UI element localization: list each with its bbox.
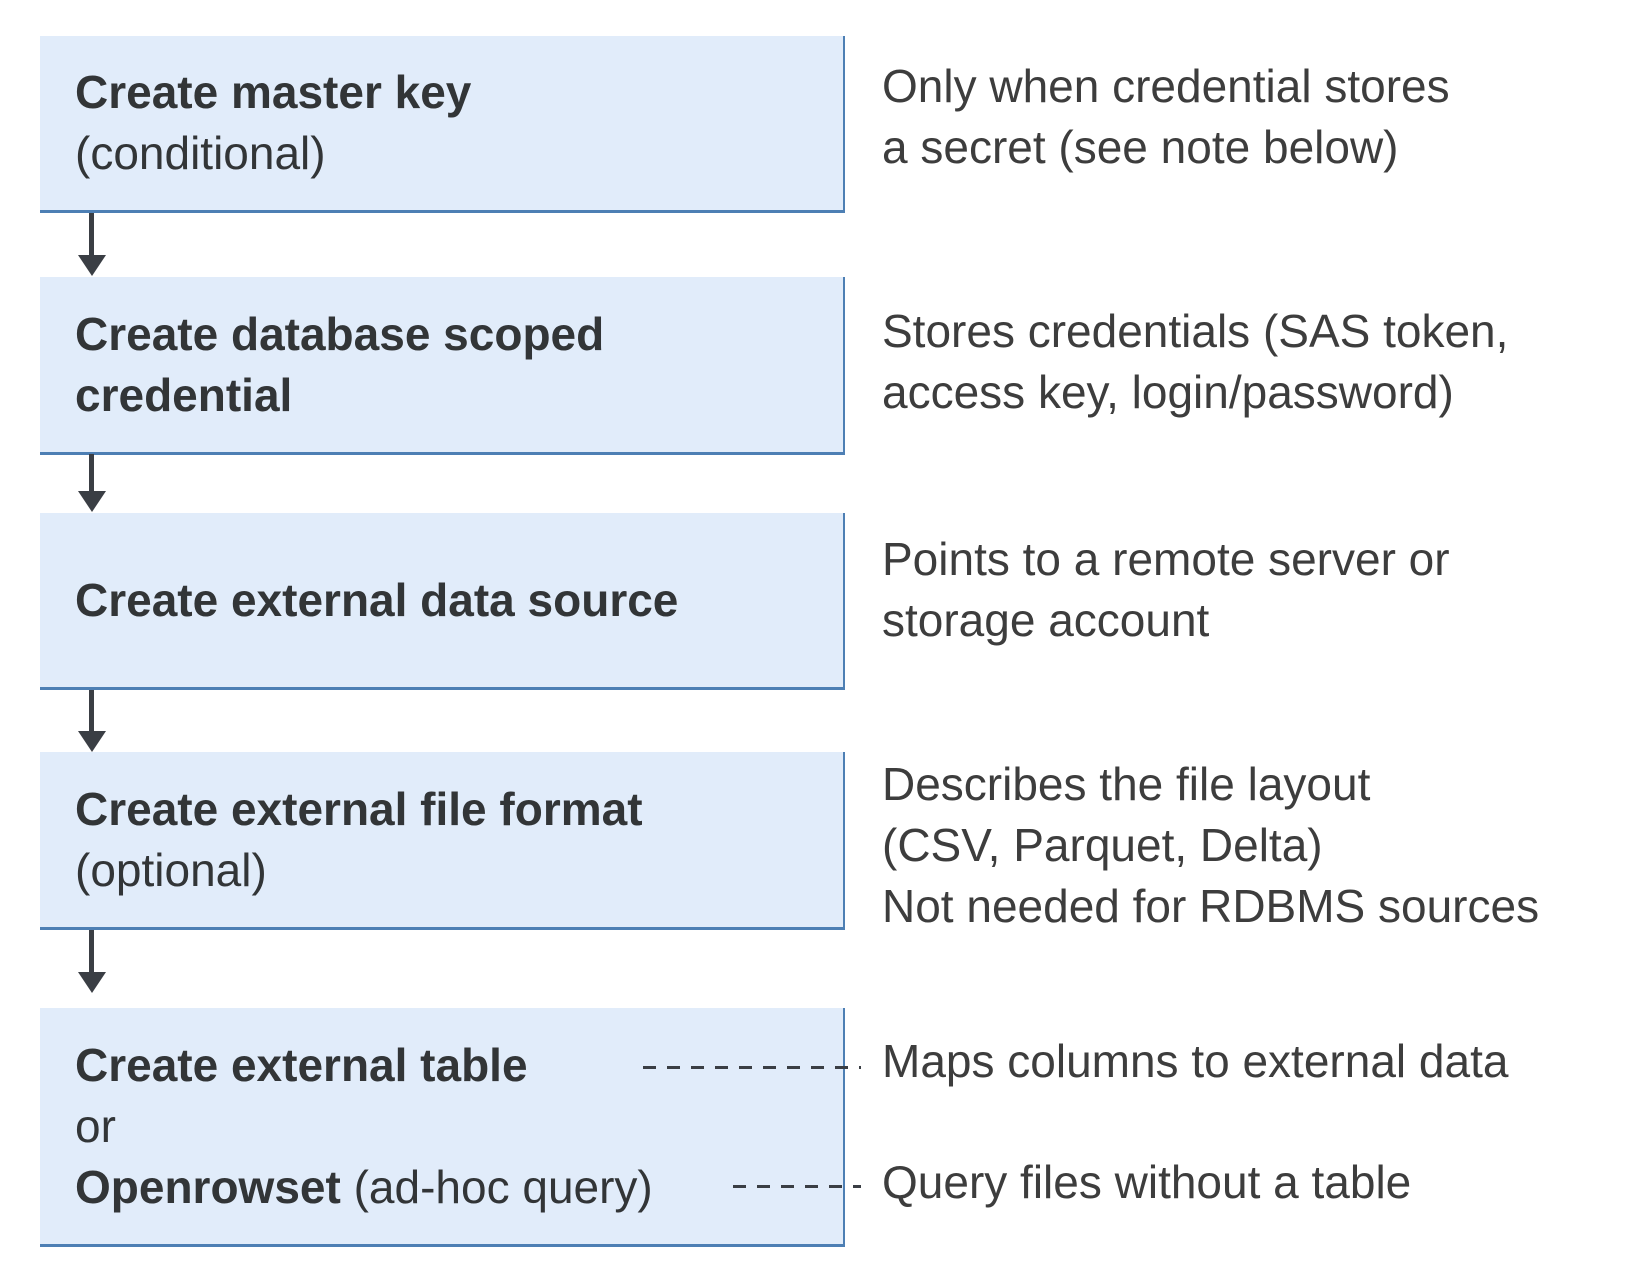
step-title-line: Create external data source — [75, 570, 843, 631]
dashed-connector — [733, 1185, 861, 1188]
note-line: storage account — [882, 594, 1210, 646]
note-external-data-source: Points to a remote server or storage acc… — [882, 529, 1450, 651]
note-line: (CSV, Parquet, Delta) — [882, 819, 1323, 871]
step-title-line: Create external file format — [75, 779, 843, 840]
note-master-key: Only when credential stores a secret (se… — [882, 56, 1450, 178]
step-box-create-master-key: Create master key (conditional) — [40, 36, 845, 213]
step-title-line: Create external table — [75, 1035, 843, 1096]
step-subtitle: (conditional) — [75, 127, 326, 179]
arrow-head — [78, 255, 106, 276]
step-box-create-database-scoped-credential: Create database scoped credential — [40, 277, 845, 455]
note-line: Points to a remote server or — [882, 533, 1450, 585]
arrow-head — [78, 972, 106, 993]
step-title: Create external table — [75, 1038, 528, 1091]
note-line: a secret (see note below) — [882, 121, 1399, 173]
arrow-down-icon — [78, 454, 106, 512]
step-conjunction: or — [75, 1099, 116, 1152]
step-subtitle-line: (conditional) — [75, 123, 843, 184]
arrow-head — [78, 491, 106, 512]
step-title: Create master key — [75, 66, 472, 118]
step-title-line: Create master key — [75, 62, 843, 123]
step-box-create-external-table-or-openrowset: Create external table or Openrowset (ad-… — [40, 1008, 845, 1247]
arrow-shaft — [89, 454, 94, 492]
step-subtitle: (optional) — [75, 843, 267, 896]
step-title-line: Openrowset (ad-hoc query) — [75, 1157, 843, 1218]
note-external-file-format: Describes the file layout (CSV, Parquet,… — [882, 754, 1539, 937]
arrow-shaft — [89, 213, 94, 256]
note-openrowset: Query files without a table — [882, 1152, 1411, 1213]
step-subtitle-line: (optional) — [75, 840, 843, 901]
note-line: access key, login/password) — [882, 366, 1454, 418]
step-title-line: Create database scoped — [75, 304, 843, 365]
arrow-down-icon — [78, 213, 106, 276]
arrow-down-icon — [78, 690, 106, 752]
step-box-create-external-file-format: Create external file format (optional) — [40, 752, 845, 930]
step-title: Create external data source — [75, 573, 679, 626]
arrow-down-icon — [78, 930, 106, 993]
note-line: Only when credential stores — [882, 60, 1450, 112]
note-line: Stores credentials (SAS token, — [882, 305, 1509, 357]
step-title: credential — [75, 368, 293, 421]
step-title: Openrowset — [75, 1160, 341, 1213]
step-title-line: credential — [75, 365, 843, 426]
step-subtitle: (ad-hoc query) — [340, 1160, 653, 1213]
note-database-scoped-credential: Stores credentials (SAS token, access ke… — [882, 301, 1508, 423]
note-line: Describes the file layout — [882, 758, 1371, 810]
step-title: Create external file format — [75, 782, 643, 835]
arrow-shaft — [89, 690, 94, 732]
note-line: Maps columns to external data — [882, 1035, 1509, 1087]
step-title: Create database scoped — [75, 307, 605, 360]
note-external-table: Maps columns to external data — [882, 1031, 1508, 1092]
arrow-shaft — [89, 930, 94, 973]
dashed-connector — [643, 1066, 861, 1069]
note-line: Query files without a table — [882, 1156, 1412, 1208]
note-line: Not needed for RDBMS sources — [882, 880, 1540, 932]
arrow-head — [78, 731, 106, 752]
step-conjunction-line: or — [75, 1096, 843, 1157]
step-box-create-external-data-source: Create external data source — [40, 513, 845, 690]
